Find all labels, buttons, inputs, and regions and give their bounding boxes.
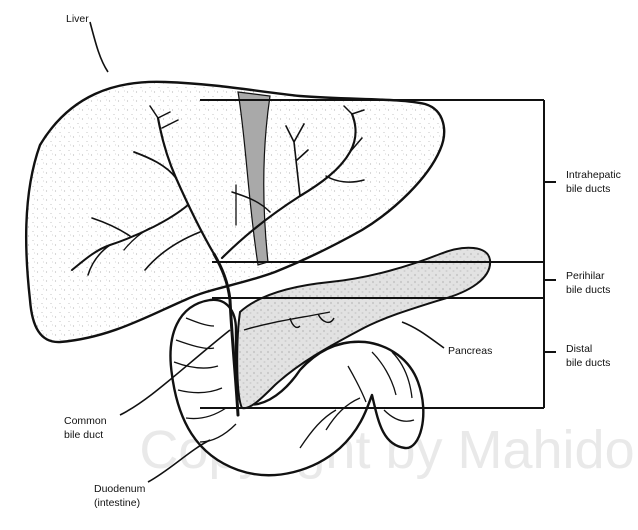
common-bile-duct-label-1: Common bbox=[64, 415, 107, 427]
intrahepatic-label-1: Intrahepatic bbox=[566, 169, 621, 181]
distal-label-2: bile ducts bbox=[566, 357, 610, 369]
distal-label-1: Distal bbox=[566, 343, 592, 355]
common-bile-duct-label-2: bile duct bbox=[64, 429, 103, 441]
liver-label: Liver bbox=[66, 13, 89, 25]
perihilar-label-2: bile ducts bbox=[566, 284, 610, 296]
liver-leader bbox=[90, 22, 108, 72]
pancreas-label: Pancreas bbox=[448, 345, 492, 357]
perihilar-label-1: Perihilar bbox=[566, 270, 605, 282]
duodenum-label-1: Duodenum bbox=[94, 483, 146, 495]
pancreas-leader bbox=[402, 322, 444, 348]
intrahepatic-label-2: bile ducts bbox=[566, 183, 610, 195]
duodenum-label-2: (intestine) bbox=[94, 497, 140, 509]
